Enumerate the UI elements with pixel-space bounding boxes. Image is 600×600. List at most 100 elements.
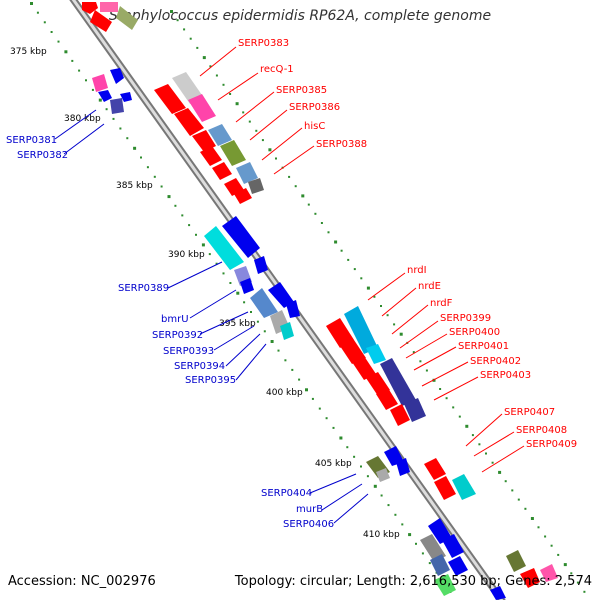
reverse-gene-labels: SERP0381 SERP0382 SERP0389 bmrU SERP0392… bbox=[6, 135, 334, 530]
gene-block bbox=[280, 322, 294, 340]
gene-block bbox=[220, 140, 246, 166]
gene-block bbox=[188, 94, 216, 122]
tick-dot bbox=[380, 305, 382, 307]
gene-label: SERP0399 bbox=[440, 313, 491, 324]
tick-dot bbox=[170, 10, 173, 13]
gene-arrow bbox=[442, 534, 464, 558]
tick-dot bbox=[57, 40, 60, 43]
gene-arrow bbox=[82, 2, 98, 14]
tick-dot bbox=[373, 484, 377, 488]
topology-label: Topology: circular; Length: 2,616,530 bp… bbox=[234, 574, 592, 589]
gene-block bbox=[236, 162, 258, 184]
gene-label: SERP0383 bbox=[238, 38, 289, 49]
tick-dot bbox=[511, 489, 514, 492]
tick-dot bbox=[360, 277, 363, 280]
tick-dot bbox=[222, 272, 225, 275]
tick-dot bbox=[478, 443, 481, 446]
tick-dot bbox=[71, 59, 74, 62]
forward-gene-labels: SERP0383 recQ-1 SERP0385 SERP0386 hisC S… bbox=[238, 38, 577, 450]
tick-dot bbox=[255, 129, 258, 132]
tick-dot bbox=[91, 88, 94, 91]
tick-dot bbox=[530, 517, 534, 520]
tick-dot bbox=[387, 504, 390, 507]
gene-label: recQ-1 bbox=[260, 64, 294, 75]
tick-dot bbox=[291, 368, 294, 371]
tick-dot bbox=[318, 407, 321, 410]
tick-dot bbox=[263, 330, 266, 333]
tick-dot bbox=[380, 494, 383, 497]
gene-block bbox=[380, 358, 416, 406]
gene-block bbox=[366, 344, 386, 364]
tick-dot bbox=[325, 417, 328, 420]
gene-block bbox=[250, 288, 278, 318]
gene-label: SERP0385 bbox=[276, 85, 327, 96]
tick-dot bbox=[339, 436, 343, 440]
tick-dot bbox=[583, 590, 586, 593]
map-title: Staphylococcus epidermidis RP62A, comple… bbox=[108, 8, 492, 24]
tick-dot bbox=[386, 314, 389, 317]
gene-label: SERP0393 bbox=[163, 346, 214, 357]
gene-block bbox=[116, 6, 138, 30]
gene-label: SERP0381 bbox=[6, 135, 57, 146]
gene-block bbox=[344, 306, 378, 354]
tick-dot bbox=[471, 434, 474, 437]
gene-arrow bbox=[286, 300, 300, 318]
gene-block bbox=[100, 2, 118, 12]
gene-arrow bbox=[240, 278, 254, 294]
tick-dot bbox=[301, 194, 305, 198]
tick-dot bbox=[188, 224, 191, 227]
gene-arrow bbox=[200, 146, 222, 166]
tick-dot bbox=[347, 258, 350, 261]
tick-dot bbox=[146, 166, 149, 169]
tick-dot bbox=[332, 426, 335, 429]
tick-dot bbox=[544, 535, 547, 538]
tick-dot bbox=[360, 465, 362, 468]
gene-arrow bbox=[212, 162, 232, 180]
gene-arrow bbox=[428, 518, 452, 544]
tick-dot bbox=[412, 351, 415, 354]
kbp-label: 385 kbp bbox=[116, 181, 153, 191]
tick-dot bbox=[50, 31, 53, 33]
tick-dot bbox=[112, 117, 115, 120]
gene-label: bmrU bbox=[161, 314, 189, 325]
tick-dot bbox=[353, 455, 356, 458]
tick-dot bbox=[277, 349, 280, 352]
tick-dot bbox=[311, 397, 314, 400]
tick-dot bbox=[284, 359, 287, 362]
gene-block bbox=[540, 564, 558, 582]
tick-dot bbox=[563, 563, 567, 567]
tick-dot bbox=[537, 526, 540, 529]
gene-label: hisC bbox=[304, 121, 325, 132]
tick-dot bbox=[215, 74, 218, 77]
gene-arrow bbox=[376, 388, 398, 410]
tick-dot bbox=[256, 320, 259, 323]
tick-dot bbox=[314, 212, 317, 215]
tick-dot bbox=[235, 102, 239, 106]
tick-dot bbox=[250, 311, 252, 313]
tick-dot bbox=[491, 461, 494, 464]
tick-dot bbox=[229, 93, 232, 95]
gene-label: SERP0402 bbox=[470, 356, 521, 367]
tick-dot bbox=[327, 231, 330, 234]
gene-label: SERP0382 bbox=[17, 150, 68, 161]
tick-dot bbox=[242, 111, 245, 114]
gene-arrow bbox=[390, 404, 410, 426]
tick-dot bbox=[133, 146, 137, 150]
tick-dot bbox=[288, 175, 291, 178]
gene-block bbox=[204, 226, 244, 270]
tick-dot bbox=[209, 65, 212, 68]
tick-dot bbox=[346, 446, 349, 449]
gene-label: SERP0400 bbox=[449, 327, 500, 338]
gene-arrow bbox=[174, 108, 204, 136]
tick-dot bbox=[181, 214, 184, 217]
tick-dot bbox=[439, 388, 442, 390]
gene-label: SERP0389 bbox=[118, 283, 169, 294]
gene-label: nrdF bbox=[430, 298, 453, 309]
tick-dot bbox=[268, 148, 272, 152]
tick-dot bbox=[340, 249, 343, 252]
tick-dot bbox=[78, 69, 81, 72]
accession-label: Accession: NC_002976 bbox=[8, 574, 156, 589]
gene-label: SERP0407 bbox=[504, 407, 555, 418]
gene-arrow bbox=[424, 458, 446, 480]
gene-arrow bbox=[268, 282, 294, 308]
